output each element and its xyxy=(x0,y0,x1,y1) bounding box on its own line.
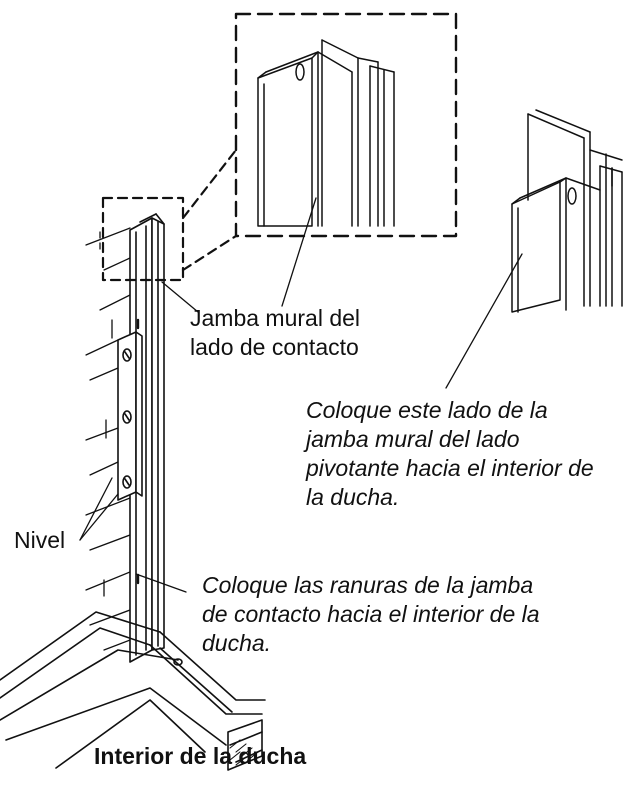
base-hatch xyxy=(229,739,259,766)
detail-callout-box xyxy=(101,148,238,282)
leader-level-b xyxy=(79,493,119,541)
hinge-jamb-label: Jamba mural del lado de contacto xyxy=(190,305,361,360)
leader-lines xyxy=(79,197,523,593)
leader-hinge-jamb xyxy=(161,281,199,313)
leader-slots xyxy=(135,573,187,593)
shower-interior-caption: Interior de la ducha xyxy=(94,743,307,769)
level-label: Nivel xyxy=(14,527,66,553)
leader-pivot-side xyxy=(445,253,523,389)
hinge-wall-jamb xyxy=(129,213,165,663)
slots-note: Coloque las ranuras de la jamba de conta… xyxy=(202,572,540,656)
enlarged-jamb-profile xyxy=(257,39,395,227)
wall-hatch-marks xyxy=(85,227,131,651)
leader-enlarged-detail xyxy=(281,197,317,307)
leader-level-a xyxy=(79,477,113,541)
pivot-wall-jamb xyxy=(511,109,623,313)
shower-base xyxy=(0,611,266,771)
level-tool xyxy=(117,331,143,501)
enlarged-detail-box xyxy=(234,12,458,238)
pivot-side-note: Coloque este lado de la jamba mural del … xyxy=(306,397,594,510)
